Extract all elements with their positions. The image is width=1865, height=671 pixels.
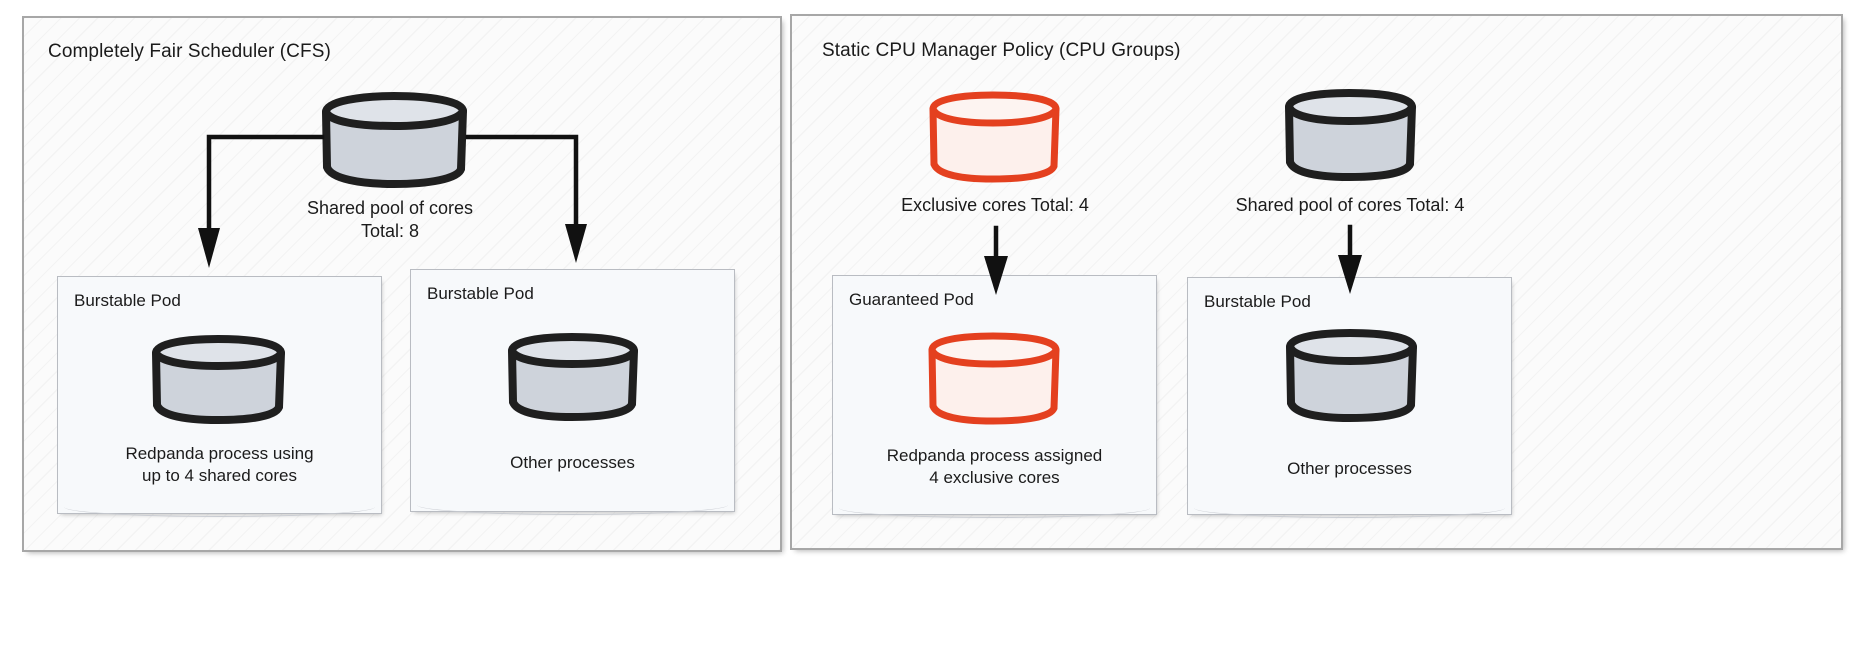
panel-title-cfs: Completely Fair Scheduler (CFS) <box>48 41 331 62</box>
label-shared-pool-of-cores-cfs: Shared pool of cores Total: 8 <box>306 198 474 241</box>
pod-caption-other-processes-static: Other processes <box>1287 459 1412 478</box>
pod-caption-redpanda-shared: Redpanda process using up to 4 shared co… <box>125 444 314 485</box>
pod-title: Burstable Pod <box>427 284 534 303</box>
panel-title-static: Static CPU Manager Policy (CPU Groups) <box>822 40 1181 61</box>
pod-burstable-cfs-right: Burstable Pod <box>410 269 735 515</box>
pod-title: Guaranteed Pod <box>849 290 974 309</box>
pod-guaranteed-static-left: Guaranteed Pod <box>832 275 1157 518</box>
pod-title: Burstable Pod <box>74 291 181 310</box>
pod-caption-redpanda-exclusive: Redpanda process assigned 4 exclusive co… <box>886 446 1103 487</box>
label-shared-pool-of-cores-total: Shared pool of cores Total: 4 <box>1235 195 1465 215</box>
pod-title: Burstable Pod <box>1204 292 1311 311</box>
label-exclusive-cores-total: Exclusive cores Total: 4 <box>901 195 1089 215</box>
pod-caption-other-processes-cfs: Other processes <box>510 453 635 472</box>
